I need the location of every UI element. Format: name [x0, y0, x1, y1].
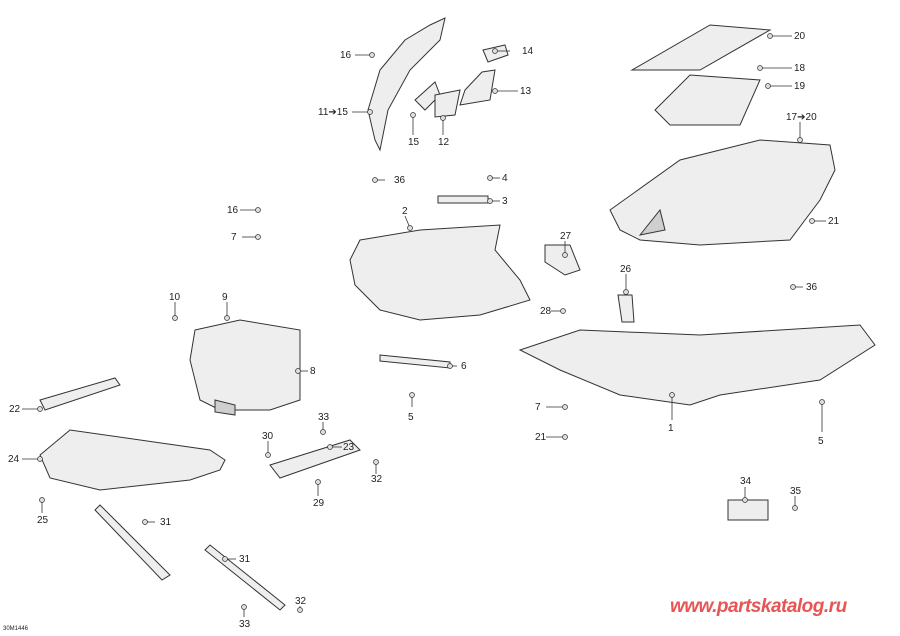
part-callout-label: 21: [535, 432, 547, 443]
part-callout-label: 2: [402, 206, 408, 217]
part-callout-label: 23: [343, 442, 355, 453]
part-callout-label: 9: [222, 292, 228, 303]
fastener-icon: [757, 65, 763, 71]
fastener-icon: [255, 234, 261, 240]
part-callout-label: 31: [160, 517, 172, 528]
fastener-icon: [765, 83, 771, 89]
part-callout-label: 29: [313, 498, 325, 509]
fastener-icon: [295, 368, 301, 374]
part-callout-label: 6: [461, 361, 467, 372]
fastener-icon: [792, 505, 798, 511]
fastener-icon: [487, 198, 493, 204]
fastener-icon: [562, 404, 568, 410]
fastener-icon: [742, 497, 748, 503]
lower-side-panel-right: [518, 244, 876, 406]
part-callout-label: 18: [794, 63, 806, 74]
fastener-icon: [669, 392, 675, 398]
fastener-icon: [562, 434, 568, 440]
part-callout-label: 27: [560, 231, 572, 242]
fastener-icon: [819, 399, 825, 405]
part-callout-label: 30: [262, 431, 274, 442]
part-callout-label: 36: [806, 282, 818, 293]
fastener-icon: [492, 88, 498, 94]
part-callout-label: 8: [310, 366, 316, 377]
fastener-icon: [222, 556, 228, 562]
upper-panel-left: [367, 17, 509, 152]
part-callout-label: 16: [340, 50, 352, 61]
part-callout-label: 11➔15: [318, 107, 348, 118]
part-callout-label: 22: [9, 404, 21, 415]
bumper-and-brackets: [39, 377, 769, 611]
fastener-icon: [797, 137, 803, 143]
fastener-icon: [172, 315, 178, 321]
fastener-icon: [37, 406, 43, 412]
part-callout-label: 14: [522, 46, 534, 57]
part-callout-label: 24: [8, 454, 20, 465]
part-callout-label: 15: [408, 137, 420, 148]
part-callout-label: 10: [169, 292, 181, 303]
part-callout-label: 28: [540, 306, 552, 317]
fastener-icon: [367, 109, 373, 115]
part-callout-label: 25: [37, 515, 49, 526]
fastener-icon: [487, 175, 493, 181]
fastener-icon: [767, 33, 773, 39]
part-callout-label: 16: [227, 205, 239, 216]
fastener-icon: [39, 497, 45, 503]
fastener-icon: [409, 392, 415, 398]
part-callout-label: 36: [394, 175, 406, 186]
side-panel-upper-right: [609, 24, 836, 246]
part-callout-label: 19: [794, 81, 806, 92]
part-callout-label: 7: [231, 232, 237, 243]
fastener-icon: [492, 48, 498, 54]
fastener-icon: [224, 315, 230, 321]
part-callout-label: 13: [520, 86, 532, 97]
fastener-icon: [369, 52, 375, 58]
part-callout-label: 20: [794, 31, 806, 42]
part-callout-label: 7: [535, 402, 541, 413]
fastener-icon: [560, 308, 566, 314]
fastener-icon: [447, 363, 453, 369]
fastener-icon: [440, 115, 446, 121]
fastener-icon: [142, 519, 148, 525]
diagram-code: 30M1446: [3, 626, 29, 632]
center-belly-pan: [349, 195, 531, 369]
fastener-icon: [320, 429, 326, 435]
fastener-icon: [297, 607, 303, 613]
part-callout-label: 3: [502, 196, 508, 207]
fastener-icon: [255, 207, 261, 213]
part-callout-label: 17➔20: [786, 112, 817, 123]
part-callout-label: 33: [318, 412, 330, 423]
watermark: www.partskatalog.ru: [670, 596, 847, 617]
part-callout-label: 5: [818, 436, 824, 447]
front-grille: [189, 319, 301, 416]
part-callout-label: 5: [408, 412, 414, 423]
fastener-icon: [327, 444, 333, 450]
fastener-icon: [373, 459, 379, 465]
fastener-icon: [407, 225, 413, 231]
part-callout-label: 32: [295, 596, 307, 607]
part-callout-label: 1: [668, 423, 674, 434]
part-callout-label: 31: [239, 554, 251, 565]
part-callout-label: 33: [239, 619, 251, 630]
fastener-icon: [623, 289, 629, 295]
fastener-icon: [315, 479, 321, 485]
fastener-icon: [809, 218, 815, 224]
fastener-icon: [562, 252, 568, 258]
fastener-icon: [37, 456, 43, 462]
part-callout-label: 12: [438, 137, 450, 148]
fastener-icon: [265, 452, 271, 458]
fastener-icon: [790, 284, 796, 290]
part-callout-label: 21: [828, 216, 840, 227]
part-callout-label: 26: [620, 264, 632, 275]
part-callout-label: 34: [740, 476, 752, 487]
fastener-icon: [410, 112, 416, 118]
fastener-icon: [241, 604, 247, 610]
part-callout-label: 4: [502, 173, 508, 184]
part-callout-label: 35: [790, 486, 802, 497]
fastener-icon: [372, 177, 378, 183]
part-callout-label: 32: [371, 474, 383, 485]
